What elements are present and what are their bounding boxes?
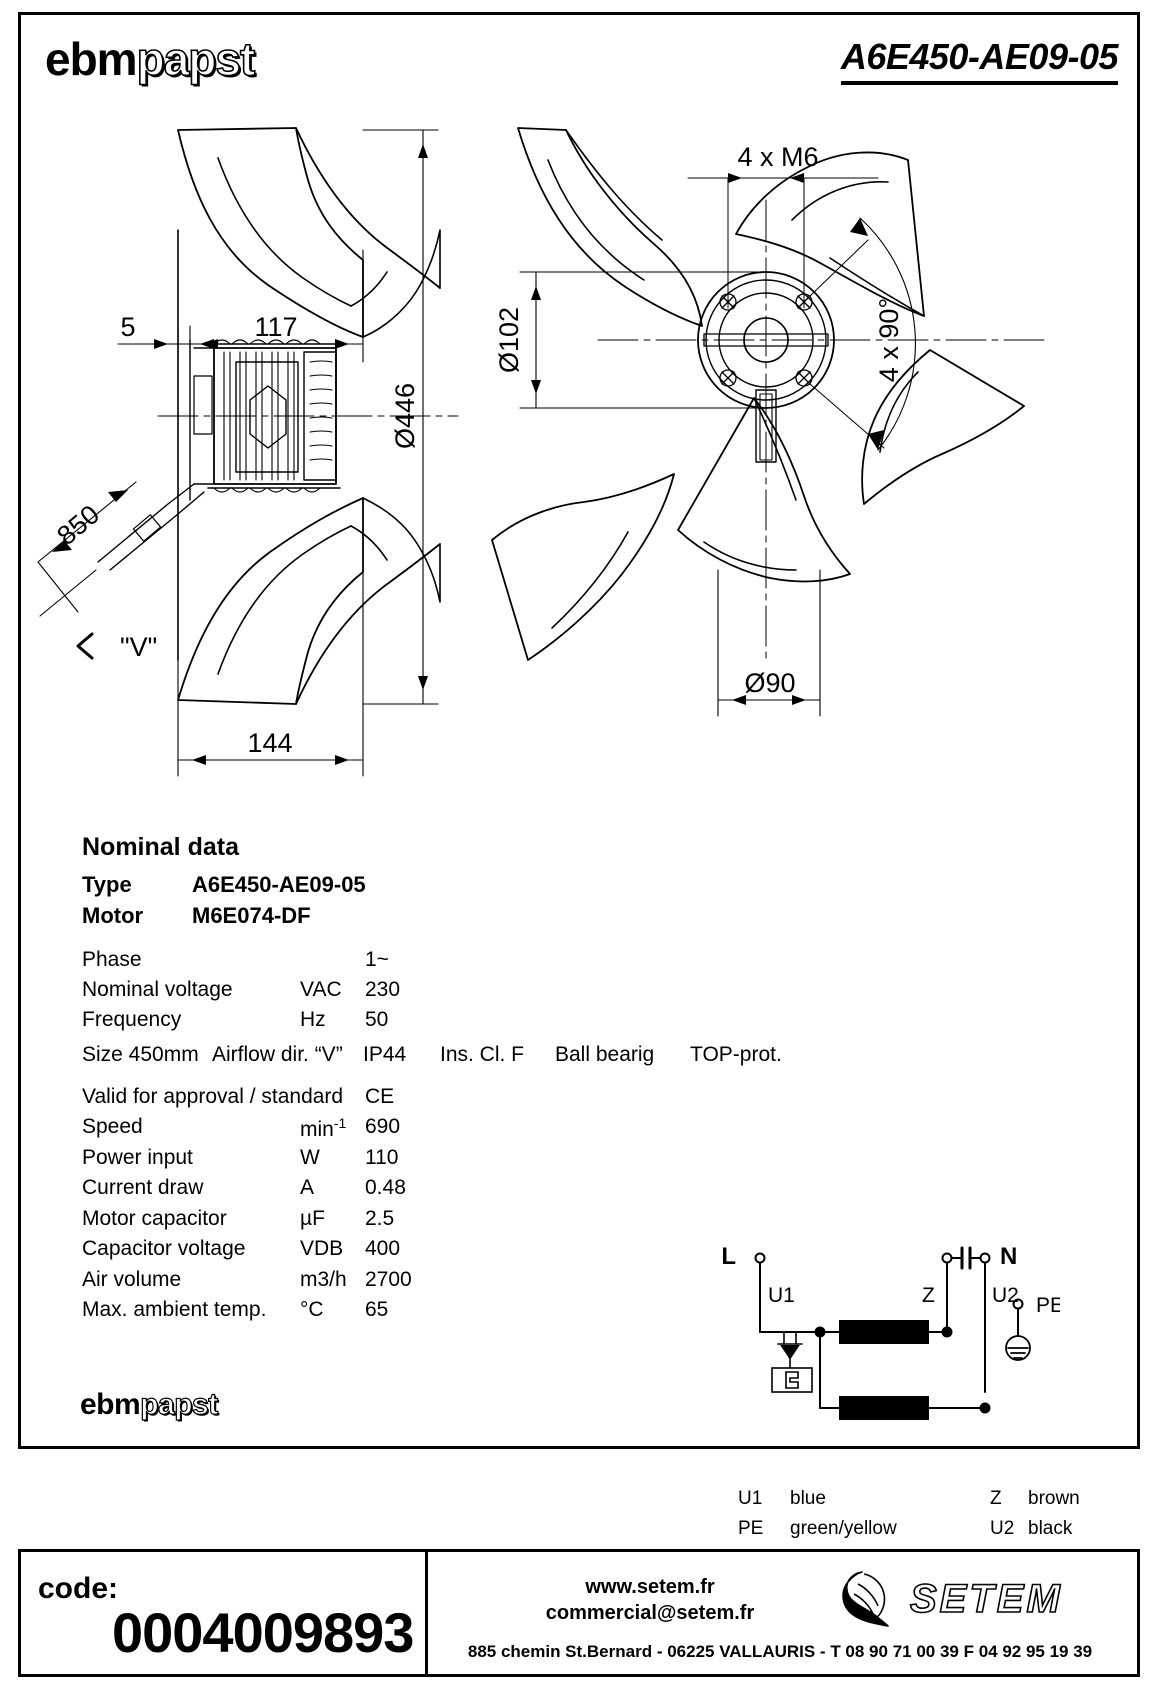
spec-label-air-volume: Air volume	[82, 1268, 182, 1291]
main-border	[18, 12, 1140, 1449]
spec-value-max-temp: 65	[365, 1298, 389, 1321]
spec-unit-frequency: Hz	[300, 1008, 326, 1031]
spec-label-speed: Speed	[82, 1115, 143, 1138]
dim-offset-5: 5	[120, 312, 135, 342]
spec-label-cap-voltage: Capacitor voltage	[82, 1237, 246, 1260]
code-label: code:	[38, 1572, 119, 1605]
attr-ip: IP44	[363, 1043, 407, 1066]
speed-unit-base: min	[300, 1118, 334, 1141]
attr-protection: TOP-prot.	[690, 1043, 782, 1066]
brand-logo-footer-bold: ebm	[80, 1388, 141, 1421]
legend-code-u2: U2	[990, 1518, 1015, 1539]
legend-color-u1: blue	[790, 1488, 826, 1509]
spec-unit-capacitor: µF	[300, 1207, 325, 1230]
setem-logo-text: SETEM	[910, 1577, 1063, 1621]
winding-u2-label: U2	[992, 1284, 1019, 1307]
spec-value-speed: 690	[365, 1115, 401, 1138]
wiring-diagram: L N U1 Z U2 PE	[700, 1220, 1064, 1460]
attr-ins-class: Ins. Cl. F	[440, 1043, 525, 1066]
spec-value-air-volume: 2700	[365, 1268, 412, 1291]
spec-label-voltage: Nominal voltage	[82, 978, 233, 1001]
legend-code-z: Z	[990, 1488, 1002, 1509]
legend-code-pe: PE	[738, 1518, 764, 1539]
terminal-n-label: N	[1000, 1243, 1017, 1270]
spec-value-phase: 1~	[365, 948, 389, 971]
spec-label-power: Power input	[82, 1146, 193, 1169]
winding-z-label: Z	[922, 1284, 935, 1307]
technical-drawing: 5 117 Ø446 144 850 "V" 4 x M6 Ø102 4 x 9…	[18, 100, 1140, 800]
winding-u1-label: U1	[768, 1284, 795, 1307]
brand-logo-footer-light: papst	[140, 1388, 219, 1421]
dim-angle-4x90: 4 x 90°	[874, 298, 904, 382]
earth-pe-label: PE	[1036, 1294, 1060, 1317]
motor-label: Motor	[82, 903, 144, 928]
setem-address: 885 chemin St.Bernard - 06225 VALLAURIS …	[467, 1642, 1093, 1661]
brand-logo-light: papst	[136, 33, 256, 85]
attr-size: Size 450mm	[82, 1043, 199, 1066]
code-box	[18, 1549, 428, 1677]
brand-logo: ebmpapst	[45, 33, 256, 85]
dim-hub-90: Ø90	[744, 668, 795, 698]
spec-label-max-temp: Max. ambient temp.	[82, 1298, 267, 1321]
legend-code-u1: U1	[738, 1488, 763, 1509]
airflow-direction-label: "V"	[120, 632, 157, 662]
nominal-data-title: Nominal data	[82, 833, 239, 861]
spec-label-phase: Phase	[82, 948, 142, 971]
spec-value-voltage: 230	[365, 978, 401, 1001]
legend-color-z: brown	[1028, 1488, 1080, 1509]
brand-logo-bold: ebm	[45, 33, 138, 85]
motor-value: M6E074-DF	[192, 903, 311, 928]
legend-color-u2: black	[1028, 1518, 1073, 1539]
dim-bolt-circle-102: Ø102	[494, 307, 524, 373]
page-title: A6E450-AE09-05	[840, 36, 1119, 85]
type-value: A6E450-AE09-05	[192, 872, 366, 897]
spec-value-cap-voltage: 400	[365, 1237, 401, 1260]
dim-width-144: 144	[247, 728, 292, 758]
spec-value-capacitor: 2.5	[365, 1207, 395, 1230]
spec-value-approval: CE	[365, 1085, 395, 1108]
spec-value-current: 0.48	[365, 1176, 406, 1199]
spec-label-approval: Valid for approval / standard	[82, 1085, 344, 1108]
setem-logo: SETEM	[838, 1566, 1088, 1628]
legend-color-pe: green/yellow	[790, 1518, 897, 1539]
spec-value-frequency: 50	[365, 1008, 389, 1031]
type-label: Type	[82, 872, 132, 897]
setem-email[interactable]: commercial@setem.fr	[545, 1602, 755, 1624]
dim-thread-4xm6: 4 x M6	[737, 142, 818, 172]
spec-label-frequency: Frequency	[82, 1008, 182, 1031]
attr-airflow: Airflow dir. “V”	[212, 1043, 343, 1066]
spec-unit-voltage: VAC	[300, 978, 342, 1001]
spec-unit-cap-voltage: VDB	[300, 1237, 344, 1260]
spec-value-power: 110	[365, 1146, 399, 1169]
spec-unit-current: A	[300, 1176, 315, 1199]
dim-diameter-446: Ø446	[390, 383, 420, 449]
code-value: 0004009893	[112, 1601, 414, 1664]
brand-logo-footer: ebmpapst	[80, 1388, 219, 1421]
dim-depth-117: 117	[254, 312, 297, 342]
spec-unit-power: W	[300, 1146, 320, 1169]
spec-label-capacitor: Motor capacitor	[82, 1207, 227, 1230]
spec-label-current: Current draw	[82, 1176, 204, 1199]
setem-website[interactable]: www.setem.fr	[585, 1576, 715, 1598]
dim-cable-850: 850	[51, 499, 105, 551]
terminal-l-label: L	[721, 1243, 736, 1270]
attr-bearing: Ball bearig	[555, 1043, 655, 1066]
spec-unit-speed: min-1	[300, 1115, 346, 1142]
spec-unit-air-volume: m3/h	[300, 1268, 347, 1291]
spec-unit-max-temp: °C	[300, 1298, 324, 1321]
speed-unit-exponent: -1	[333, 1115, 347, 1131]
